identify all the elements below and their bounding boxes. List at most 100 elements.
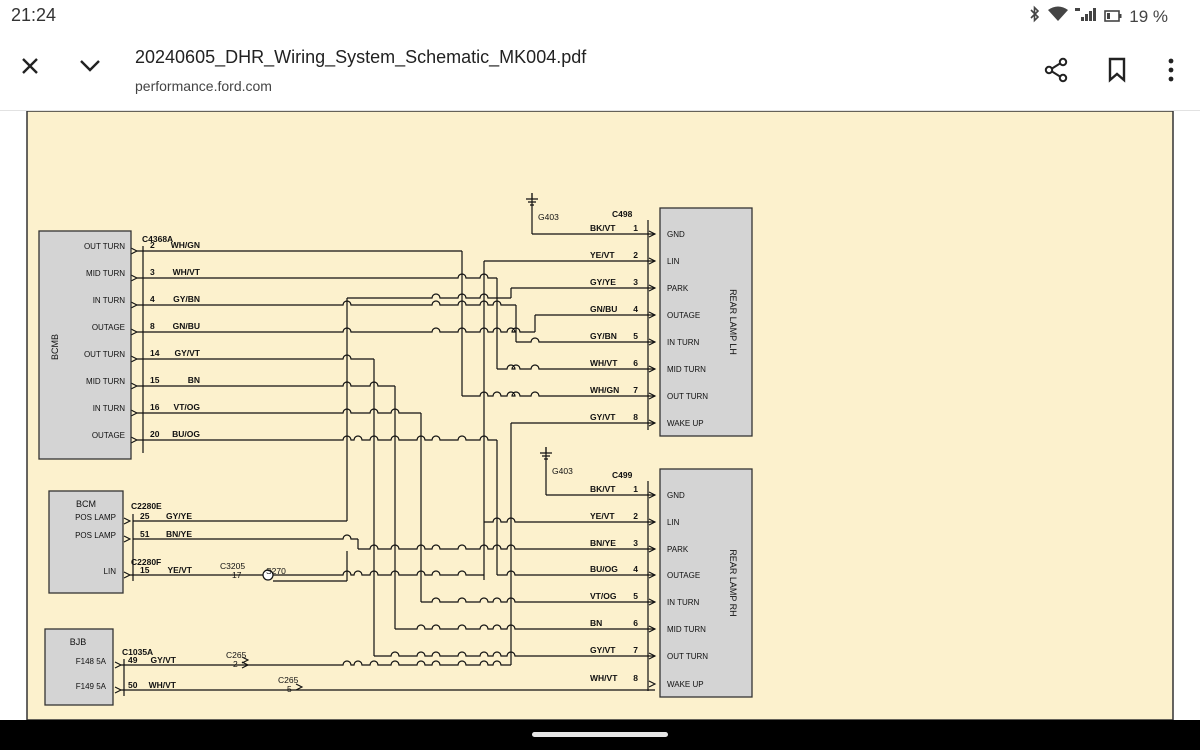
app-bar: 20240605_DHR_Wiring_System_Schematic_MK0… <box>0 32 1200 111</box>
bcm-name: BCM <box>76 499 96 509</box>
rear-lamp-lh-wire-color: WH/VT <box>590 358 618 368</box>
rear-lamp-rh-pin-label: GND <box>667 491 685 500</box>
bcmb-wire-color: GN/BU <box>173 321 200 331</box>
wire-bn-ye-bcm <box>133 534 358 540</box>
bcmb-wire-color: BU/OG <box>172 429 200 439</box>
rear-lamp-lh-wire-color: GY/YE <box>590 277 616 287</box>
wire-bn-ye-rh <box>358 544 655 550</box>
rear-lamp-lh-pin-label: OUTAGE <box>667 311 700 320</box>
close-button[interactable] <box>10 46 50 86</box>
rear-lamp-rh-connector-label: C499 <box>612 470 633 480</box>
bcmb-pin-number: 16 <box>150 402 160 412</box>
rear-lamp-rh-wire-color: YE/VT <box>590 511 615 521</box>
connector-arrow <box>241 661 250 669</box>
rear-lamp-lh-pin-label: MID TURN <box>667 365 706 374</box>
document-title: 20240605_DHR_Wiring_System_Schematic_MK0… <box>135 47 587 67</box>
bcmb-wire-color: BN <box>188 375 200 385</box>
rear-lamp-lh-pin-number: 1 <box>633 223 638 233</box>
bjb-connector-label: C1035A <box>122 647 153 657</box>
rear-lamp-lh-pin-label: GND <box>667 230 685 239</box>
connector-arrow <box>295 683 304 691</box>
battery-icon <box>1104 7 1122 27</box>
rear-lamp-lh-wire-color: YE/VT <box>590 250 615 260</box>
bcmb-wire-color: GY/VT <box>174 348 200 358</box>
bcmb-wire-color: VT/OG <box>174 402 201 412</box>
components <box>38 207 753 706</box>
rear-lamp-rh-wire-color: GY/VT <box>590 645 616 655</box>
rear-lamp-rh-name: REAR LAMP RH <box>728 549 738 616</box>
bcmb-pin-label: OUT TURN <box>84 350 125 359</box>
bcmb-pin-label: OUT TURN <box>84 242 125 251</box>
connector-arrow <box>241 656 250 664</box>
bcm-connector1-label: C2280E <box>131 501 162 511</box>
bcmb-pin-number: 14 <box>150 348 160 358</box>
rear-lamp-rh-wire-color: WH/VT <box>590 673 618 683</box>
rear-lamp-rh-pin-label: WAKE UP <box>667 680 704 689</box>
rear-lamp-lh-name: REAR LAMP LH <box>728 289 738 355</box>
chevron-down-icon <box>80 60 100 72</box>
rear-lamp-lh-wire-color: GN/BU <box>590 304 617 314</box>
rear-lamp-rh-wire-color: BN <box>590 618 602 628</box>
bcmb-pin-label: OUTAGE <box>92 431 125 440</box>
rear-lamp-lh-wire-color: BK/VT <box>590 223 616 233</box>
wire-ye-vt-rh <box>484 517 655 523</box>
inline-c265b-label: C265 <box>278 675 299 685</box>
rear-lamp-lh-pin-number: 6 <box>633 358 638 368</box>
inline-c3205-label: C3205 <box>220 561 245 571</box>
rear-lamp-rh-pin-label: OUT TURN <box>667 652 708 661</box>
bcmb-pin-number: 4 <box>150 294 155 304</box>
bjb-pin-label: F148 5A <box>76 657 107 666</box>
rear-lamp-lh-pin-number: 8 <box>633 412 638 422</box>
wire-gy-bn <box>137 300 516 306</box>
rear-lamp-lh-pin-label: PARK <box>667 284 689 293</box>
rear-lamp-rh-pin-number: 8 <box>633 673 638 683</box>
rear-lamp-lh-pin-label: IN TURN <box>667 338 700 347</box>
rear-lamp-rh <box>659 468 753 698</box>
rear-lamp-rh-pin-number: 3 <box>633 538 638 548</box>
inline-c265b-pin: 5 <box>287 684 292 694</box>
inline-c265a-pin: 2 <box>233 659 238 669</box>
bcmb-name: BCMB <box>50 334 60 360</box>
rear-lamp-lh-wire-color: WH/GN <box>590 385 619 395</box>
bcmb-pin-number: 2 <box>150 240 155 250</box>
bcmb-wire-color: WH/GN <box>171 240 200 250</box>
more-options-button[interactable] <box>1151 50 1191 90</box>
close-icon <box>22 58 38 74</box>
signal-icon <box>1075 6 1097 27</box>
rear-lamp-rh-pin-label: IN TURN <box>667 598 700 607</box>
rear-lamp-rh-pin-number: 6 <box>633 618 638 628</box>
bcmb-connector-label: C4368A <box>142 234 173 244</box>
connector-arrow <box>123 517 132 525</box>
bjb-pin-label: F149 5A <box>76 682 107 691</box>
bookmark-icon <box>1108 57 1126 83</box>
wifi-icon <box>1048 6 1069 27</box>
bjb-wire-color: WH/VT <box>149 680 177 690</box>
wire-network <box>114 193 657 696</box>
rear-lamp-rh-pin-number: 1 <box>633 484 638 494</box>
wire-gy-ye-link <box>347 293 511 299</box>
connector-arrow <box>648 680 657 688</box>
bcmb-pin-label: MID TURN <box>86 377 125 386</box>
bjb-wire-color: GY/VT <box>150 655 176 665</box>
collapse-button[interactable] <box>70 46 110 86</box>
wire-wh-vt <box>137 273 497 279</box>
rear-lamp-rh-pin-number: 4 <box>633 564 638 574</box>
status-icons: 19 % <box>1029 5 1168 28</box>
home-indicator[interactable] <box>532 732 668 737</box>
inline-c265a-label: C265 <box>226 650 247 660</box>
wire-bn-lamp <box>395 624 655 630</box>
bcmb-pin-label: IN TURN <box>93 296 126 305</box>
rear-lamp-rh-pin-label: MID TURN <box>667 625 706 634</box>
wire-wh-gn-lamp <box>462 391 655 397</box>
rear-lamp-lh-wire-color: GY/BN <box>590 331 617 341</box>
bcmb-pin-label: OUTAGE <box>92 323 125 332</box>
bookmark-button[interactable] <box>1097 50 1137 90</box>
share-icon <box>1044 57 1068 83</box>
wire-bn <box>137 381 395 387</box>
bcm-pin-label: POS LAMP <box>75 531 116 540</box>
rear-lamp-rh-pin-label: LIN <box>667 518 680 527</box>
bcmb-module <box>38 230 132 460</box>
share-button[interactable] <box>1036 50 1076 90</box>
wire-gy-vt-lamp <box>374 651 655 657</box>
